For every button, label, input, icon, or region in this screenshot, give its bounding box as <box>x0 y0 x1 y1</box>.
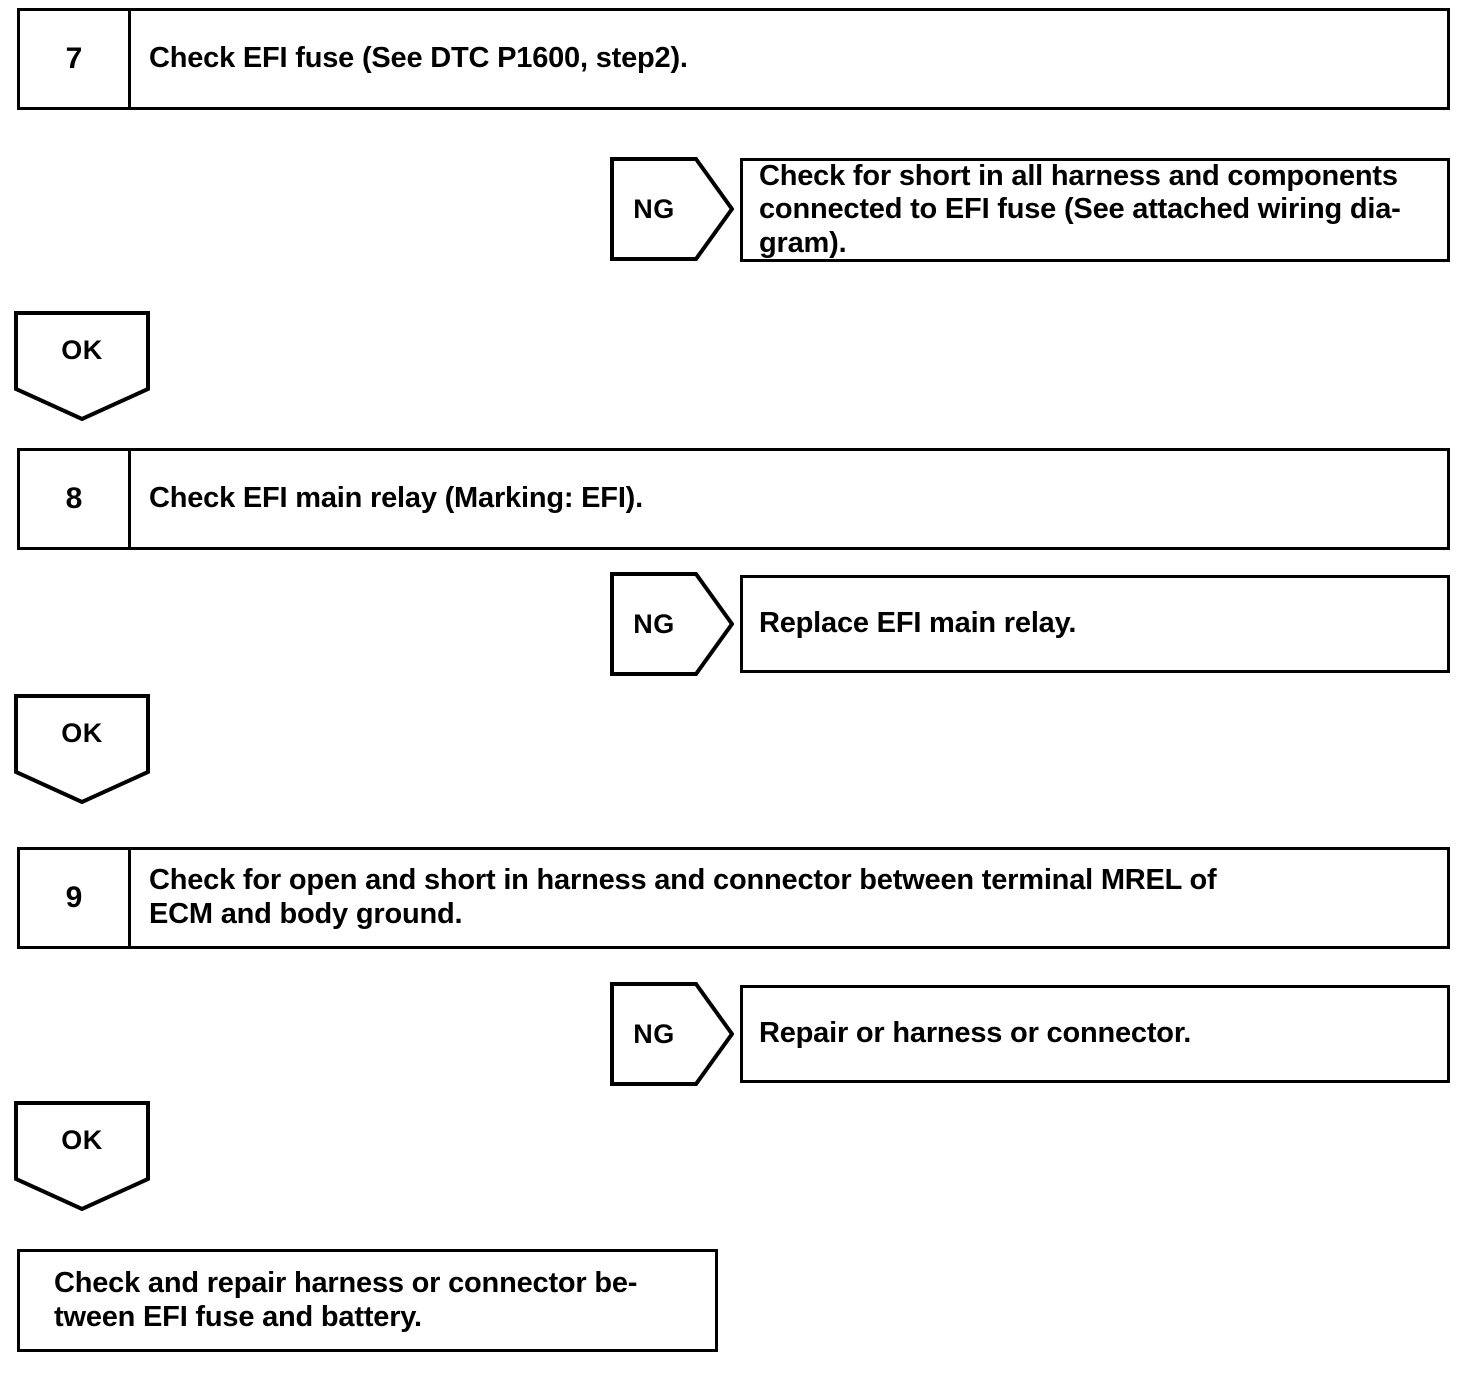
ng-connector-1: NG <box>610 157 734 261</box>
ok-connector-3: OK <box>14 1101 150 1211</box>
step-9-line-1: Check for open and short in harness and … <box>149 864 1217 897</box>
ng-result-box-2: Replace EFI main relay. <box>740 575 1450 673</box>
ok-label-1: OK <box>61 334 103 365</box>
ok-connector-2: OK <box>14 694 150 804</box>
step-text-7: Check EFI fuse (See DTC P1600, step2). <box>131 11 1447 107</box>
ng-result-box-3: Repair or harness or connector. <box>740 985 1450 1083</box>
step-text-9: Check for open and short in harness and … <box>131 850 1447 946</box>
step-8-line-1: Check EFI main relay (Marking: EFI). <box>149 482 643 515</box>
step-7-line-1: Check EFI fuse (See DTC P1600, step2). <box>149 42 688 75</box>
ng-result-3-line-1: Repair or harness or connector. <box>759 1017 1192 1050</box>
step-row-8: 8 Check EFI main relay (Marking: EFI). <box>17 448 1450 550</box>
final-line-1: Check and repair harness or connector be… <box>54 1266 638 1299</box>
ok-connector-1: OK <box>14 311 150 421</box>
ng-label-3: NG <box>633 1018 675 1049</box>
ng-connector-3: NG <box>610 982 734 1086</box>
step-row-9: 9 Check for open and short in harness an… <box>17 847 1450 949</box>
ng-label-1: NG <box>633 193 675 224</box>
ng-result-1-line-2: connected to EFI fuse (See attached wiri… <box>759 193 1401 226</box>
step-number-8: 8 <box>20 451 131 547</box>
step-number-9: 9 <box>20 850 131 946</box>
ng-connector-2: NG <box>610 572 734 676</box>
ng-result-2-line-1: Replace EFI main relay. <box>759 607 1077 640</box>
step-row-7: 7 Check EFI fuse (See DTC P1600, step2). <box>17 8 1450 110</box>
ok-label-2: OK <box>61 717 103 748</box>
step-9-line-2: ECM and body ground. <box>149 898 463 930</box>
final-line-2: tween EFI fuse and battery. <box>54 1300 422 1333</box>
ng-result-1-line-3: gram). <box>759 226 847 259</box>
ng-result-1-line-1: Check for short in all harness and compo… <box>759 159 1398 192</box>
final-action-box: Check and repair harness or connector be… <box>17 1249 718 1352</box>
step-number-7: 7 <box>20 11 131 107</box>
ng-result-box-1: Check for short in all harness and compo… <box>740 158 1450 262</box>
ng-label-2: NG <box>633 608 675 639</box>
step-text-8: Check EFI main relay (Marking: EFI). <box>131 451 1447 547</box>
ok-label-3: OK <box>61 1124 103 1155</box>
